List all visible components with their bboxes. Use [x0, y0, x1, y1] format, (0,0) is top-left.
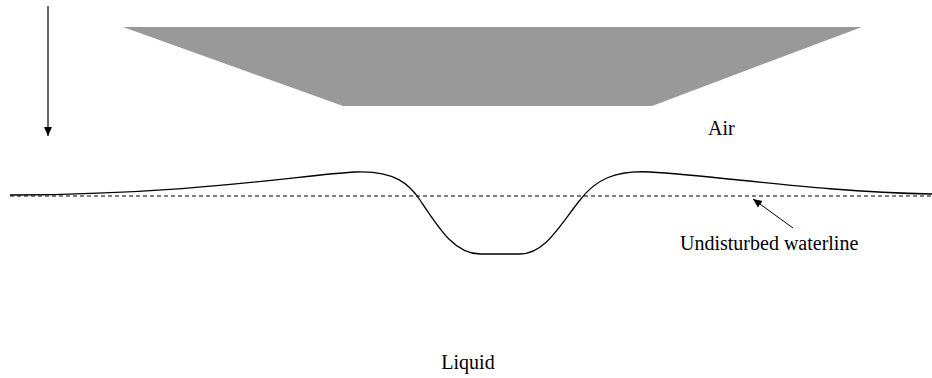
region-label: Air	[708, 116, 735, 140]
undisturbed-waterline	[10, 196, 932, 197]
free-surface	[10, 172, 932, 254]
motion-arrow	[47, 6, 48, 136]
region-label: Liquid	[441, 350, 494, 374]
falling-body	[123, 27, 862, 106]
leader-line	[753, 199, 793, 228]
waterline-label: Undisturbed waterline	[680, 231, 858, 255]
